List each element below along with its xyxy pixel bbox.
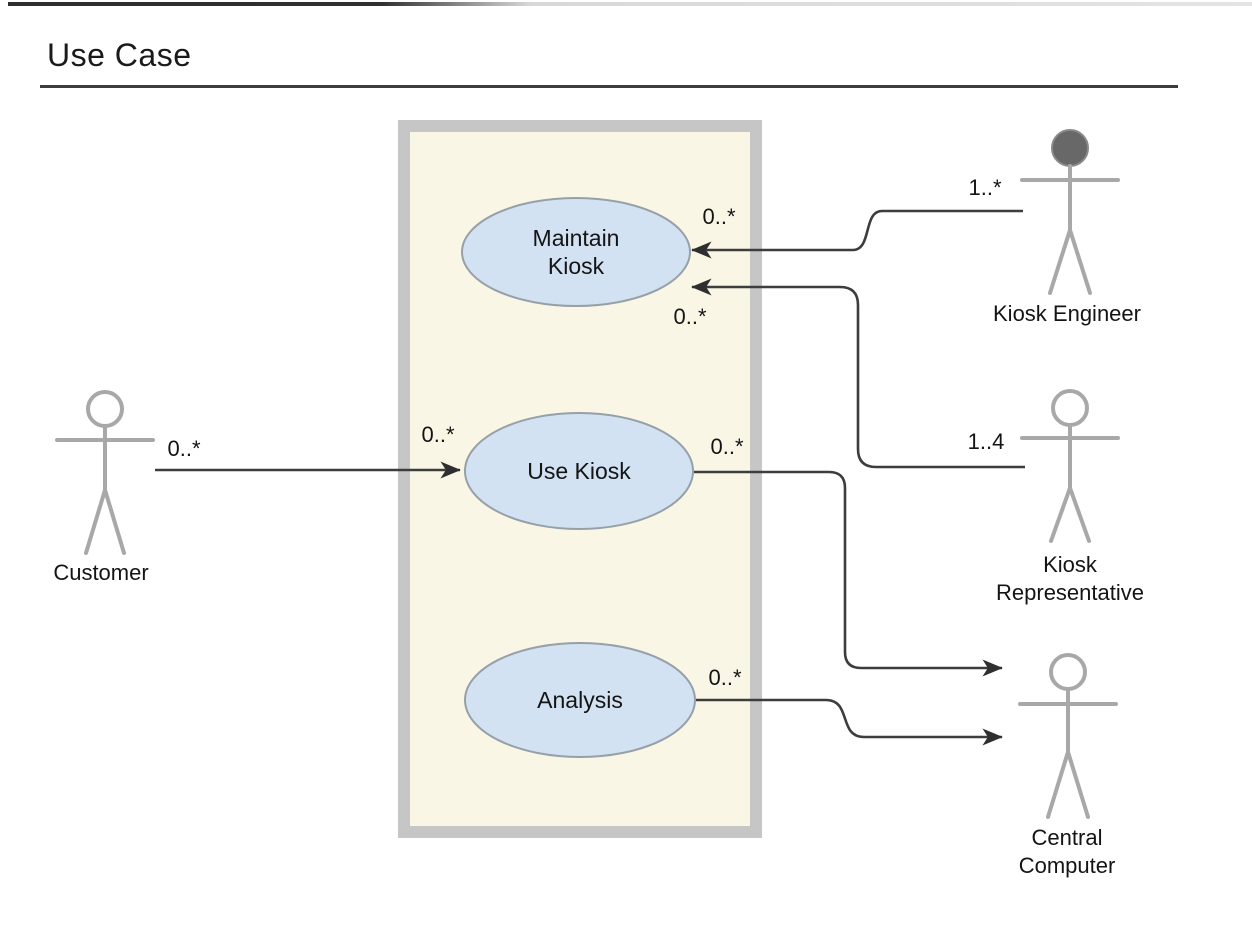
use-case-label-maintain-kiosk: Maintain Kiosk: [532, 225, 620, 279]
association-analysis-central-computer: [696, 698, 1003, 746]
actor-kiosk-representative-left-leg: [1049, 486, 1072, 543]
actor-label-kiosk-engineer: Kiosk Engineer: [993, 301, 1141, 326]
actor-central-computer-right-leg: [1066, 750, 1090, 819]
actor-kiosk-representative-figure: [1020, 389, 1120, 543]
actor-central-computer-head: [1049, 653, 1087, 691]
actor-kiosk-engineer-right-leg: [1068, 228, 1092, 295]
multiplicity-maintain-kiosk-top: 0..*: [702, 204, 736, 229]
actor-kiosk-engineer-left-leg: [1048, 228, 1072, 295]
actor-central-computer-figure: [1018, 653, 1118, 819]
multiplicity-kiosk-engineer-end: 1..*: [968, 175, 1002, 200]
multiplicity-kiosk-representative-end: 1..4: [967, 429, 1005, 454]
actor-label-central-computer: Central Computer: [1018, 825, 1116, 878]
multiplicity-maintain-kiosk-bottom: 0..*: [673, 304, 707, 329]
actor-customer-left-leg: [84, 488, 107, 555]
multiplicity-use-kiosk-left: 0..*: [421, 422, 455, 447]
multiplicity-customer-end: 0..*: [167, 436, 201, 461]
use-case-label-use-kiosk: Use Kiosk: [527, 458, 631, 484]
use-case-maintain-kiosk: [461, 197, 691, 307]
actor-central-computer-left-leg: [1046, 750, 1070, 819]
multiplicity-use-kiosk-right: 0..*: [710, 434, 744, 459]
actor-customer-head: [86, 390, 124, 428]
actor-customer-right-leg: [103, 488, 126, 555]
actor-kiosk-representative-head: [1051, 389, 1089, 427]
association-kiosk-representative-maintain-kiosk: [691, 278, 1025, 469]
actor-label-customer: Customer: [53, 560, 149, 585]
use-case-analysis: [464, 642, 696, 758]
association-kiosk-engineer-maintain-kiosk: [691, 209, 1023, 259]
page-title: Use Case: [47, 37, 192, 73]
window-top-edge-line: [8, 2, 1252, 6]
actor-customer-figure: [55, 390, 155, 555]
actor-kiosk-representative-right-leg: [1068, 486, 1091, 543]
association-use-kiosk-central-computer: [694, 470, 1003, 677]
title-underline: [40, 85, 1178, 88]
actor-kiosk-engineer-figure: [1020, 129, 1120, 295]
actor-label-kiosk-representative: Kiosk Representative: [996, 552, 1144, 605]
use-case-label-analysis: Analysis: [537, 687, 623, 713]
use-case-use-kiosk: [464, 412, 694, 530]
multiplicity-analysis-end: 0..*: [708, 665, 742, 690]
actor-kiosk-engineer-head: [1051, 129, 1089, 167]
